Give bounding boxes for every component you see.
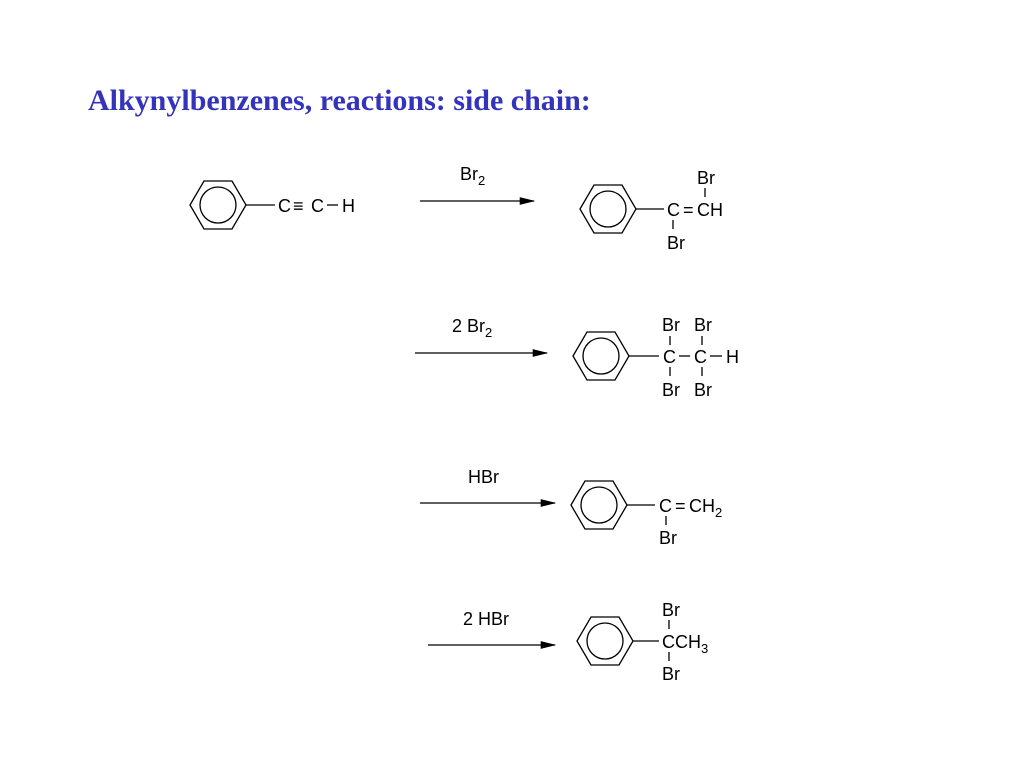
svg-text:C: C	[278, 196, 291, 216]
svg-text:Br: Br	[662, 315, 680, 335]
svg-text:C: C	[667, 200, 680, 220]
svg-text:C: C	[311, 196, 324, 216]
benzene-ring-icon	[572, 331, 630, 381]
svg-text:=: =	[675, 496, 686, 516]
benzene-ring-icon	[570, 480, 628, 530]
benzene-ring-icon	[189, 180, 247, 230]
svg-text:Br: Br	[662, 664, 680, 684]
svg-text:Br: Br	[694, 315, 712, 335]
page-title: Alkynylbenzenes, reactions: side chain:	[88, 84, 591, 117]
svg-text:Br: Br	[694, 380, 712, 400]
svg-text:C: C	[659, 496, 672, 516]
svg-text:CCH3: CCH3	[662, 632, 708, 656]
reactant-phenylacetylene: C ≡ C H	[189, 180, 355, 230]
reaction-2: 2 Br2 C C H Br Br Br Br	[415, 315, 739, 400]
svg-text:H: H	[726, 347, 739, 367]
svg-text:CH2: CH2	[689, 496, 722, 520]
benzene-ring-icon	[576, 616, 634, 666]
svg-text:CH: CH	[697, 200, 723, 220]
reagent-label: 2 Br2	[452, 316, 492, 340]
reagent-label: HBr	[468, 467, 499, 487]
svg-text:Br: Br	[697, 168, 715, 188]
reaction-3: HBr C = CH2 Br	[420, 467, 722, 548]
reaction-4: 2 HBr CCH3 Br Br	[428, 600, 708, 684]
reagent-label: 2 HBr	[463, 609, 509, 629]
svg-text:Br: Br	[667, 233, 685, 253]
svg-text:Br: Br	[659, 528, 677, 548]
svg-text:=: =	[683, 200, 694, 220]
svg-text:Br: Br	[662, 380, 680, 400]
svg-text:≡: ≡	[293, 196, 304, 216]
svg-text:C: C	[663, 347, 676, 367]
svg-text:H: H	[342, 196, 355, 216]
reagent-label: Br2	[460, 164, 485, 188]
benzene-ring-icon	[579, 184, 637, 234]
svg-text:C: C	[694, 347, 707, 367]
svg-text:Br: Br	[662, 600, 680, 620]
reaction-1: Br2 C = CH Br Br	[420, 164, 723, 253]
